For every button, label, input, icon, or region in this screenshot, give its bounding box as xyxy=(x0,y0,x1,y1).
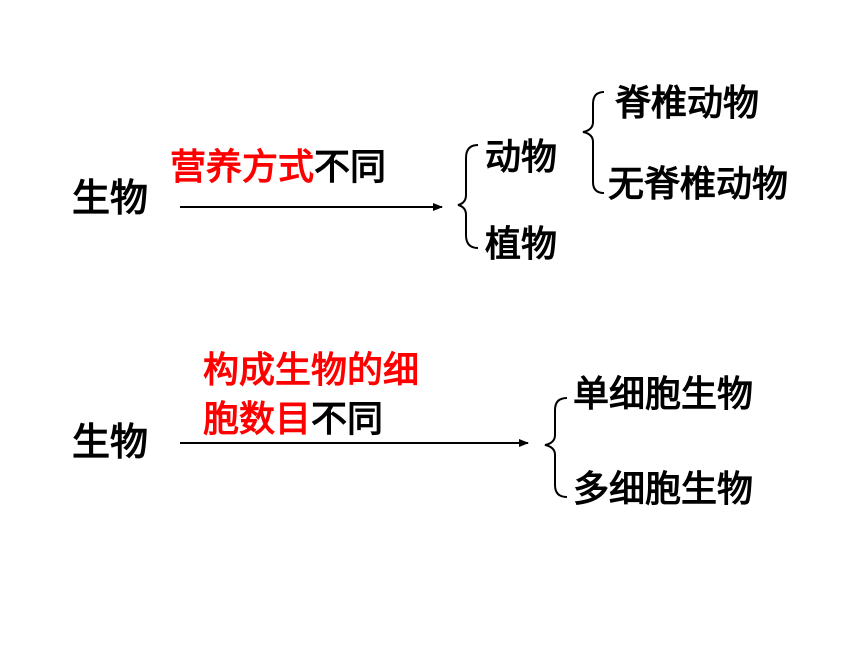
unicellular-label: 单细胞生物 xyxy=(573,374,754,415)
criterion-highlight-1: 营养方式 xyxy=(170,147,315,188)
root-label-1: 生物 xyxy=(72,176,149,220)
brace-vertebrate-invertebrate xyxy=(582,91,605,194)
invertebrate-label: 无脊椎动物 xyxy=(608,164,789,205)
brace-animal-plant xyxy=(457,144,479,249)
criterion-rest-2: 不同 xyxy=(311,399,384,440)
vertebrate-label: 脊椎动物 xyxy=(615,83,760,124)
root-label-2: 生物 xyxy=(72,420,149,464)
criterion-rest-1: 不同 xyxy=(314,147,387,188)
brace-cell-count xyxy=(544,397,568,498)
criterion-highlight-2: 胞数目 xyxy=(203,399,312,440)
criterion-label-1: 营养方式不同 xyxy=(170,150,386,186)
criterion-line2-2: 胞数目不同 xyxy=(203,402,383,438)
branch-plant-label: 植物 xyxy=(485,224,558,265)
branch-animal-label: 动物 xyxy=(485,137,558,178)
criterion-line1-2: 构成生物的细 xyxy=(203,350,420,391)
multicellular-label: 多细胞生物 xyxy=(573,469,754,510)
